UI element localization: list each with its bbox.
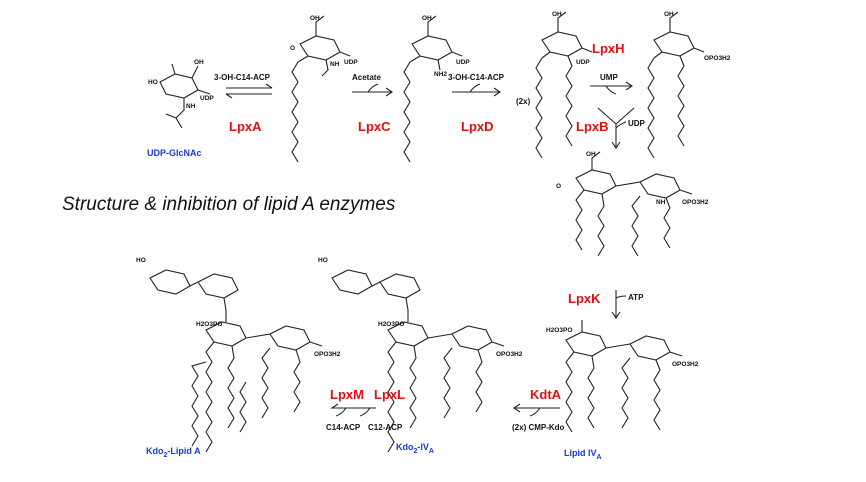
intermediate-3-structure: OH UDP [535,11,593,159]
cmp-kdo-reagent: (2x) CMP-Kdo [512,423,565,432]
atp-reagent: ATP [628,293,644,302]
opo3h2-label: OPO3H2 [682,199,709,206]
kdo2-lipid-a-label: Kdo2-Lipid A [146,446,201,459]
disaccharide-1p-structure: OH OPO3H2 O NH [556,151,709,257]
lpxb-arrow [597,107,635,149]
ump-reagent: UMP [600,73,618,82]
ho-label: HO [318,257,328,264]
o-label: O [556,183,561,190]
acp1-reagent: 3-OH-C14-ACP [214,73,271,82]
udp-reagent: UDP [628,119,646,128]
udp-chem-label: UDP [576,59,590,66]
kdo2-iva-structure: HO H2O3PO OPO3H2 [318,257,523,453]
udp-chem-label: UDP [456,59,470,66]
lpxd-enzyme: LpxD [461,119,494,134]
udp-chem-label: UDP [200,95,214,102]
intermediate-4-structure: OH OPO3H2 [647,11,731,159]
udp-glcnac-structure: HO OH NH UDP [148,59,214,129]
ho-label: HO [136,257,146,264]
h2o3po-label: H2O3PO [546,327,572,334]
h2o3po-label: H2O3PO [378,321,404,328]
kdta-enzyme: KdtA [530,387,562,402]
acp2-reagent: 3-OH-C14-ACP [448,73,505,82]
nh-label: NH [656,199,666,206]
lipid-iva-structure: H2O3PO OPO3H2 [546,320,699,433]
intermediate-1-structure: OH O NH UDP [290,15,358,163]
opo3h2-label: OPO3H2 [704,55,731,62]
lpxc-enzyme: LpxC [358,119,391,134]
oh-label: OH [552,11,562,18]
opo3h2-label: OPO3H2 [496,351,523,358]
lpxb-enzyme: LpxB [576,119,609,134]
h2o3po-label: H2O3PO [196,321,222,328]
oh-label: OH [310,15,320,22]
kdo2-lipid-a-structure: HO H2O3PO OPO3H2 [136,257,341,453]
udp-chem-label: UDP [344,59,358,66]
slide-title: Structure & inhibition of lipid A enzyme… [62,194,396,215]
lpxk-arrow [611,290,627,319]
oh-label: OH [194,59,204,66]
udp-glcnac-label: UDP-GlcNAc [147,148,202,158]
lpxk-enzyme: LpxK [568,291,601,306]
nh-label: NH [330,61,340,68]
intermediate-2-structure: OH NH2 UDP [403,15,470,163]
lpxa-arrow [225,83,273,99]
c12-acp-reagent: C12-ACP [368,423,403,432]
opo3h2-label: OPO3H2 [314,351,341,358]
nh-label: NH [186,103,196,110]
oh-label: OH [586,151,596,158]
opo3h2-label: OPO3H2 [672,361,699,368]
twox-label: (2x) [516,97,531,106]
lpxl-enzyme: LpxL [374,387,405,402]
acetate-reagent: Acetate [352,73,381,82]
lpxa-enzyme: LpxA [229,119,262,134]
lpxh-enzyme: LpxH [592,41,625,56]
nh2-label: NH2 [434,71,447,78]
lipid-iva-label: Lipid IVA [564,448,602,461]
oh-label: OH [664,11,674,18]
c14-acp-reagent: C14-ACP [326,423,361,432]
o-label: O [290,45,295,52]
kdo2-iva-label: Kdo2-IVA [396,442,434,455]
lpxm-enzyme: LpxM [330,387,364,402]
ho-label: HO [148,79,158,86]
oh-label: OH [422,15,432,22]
